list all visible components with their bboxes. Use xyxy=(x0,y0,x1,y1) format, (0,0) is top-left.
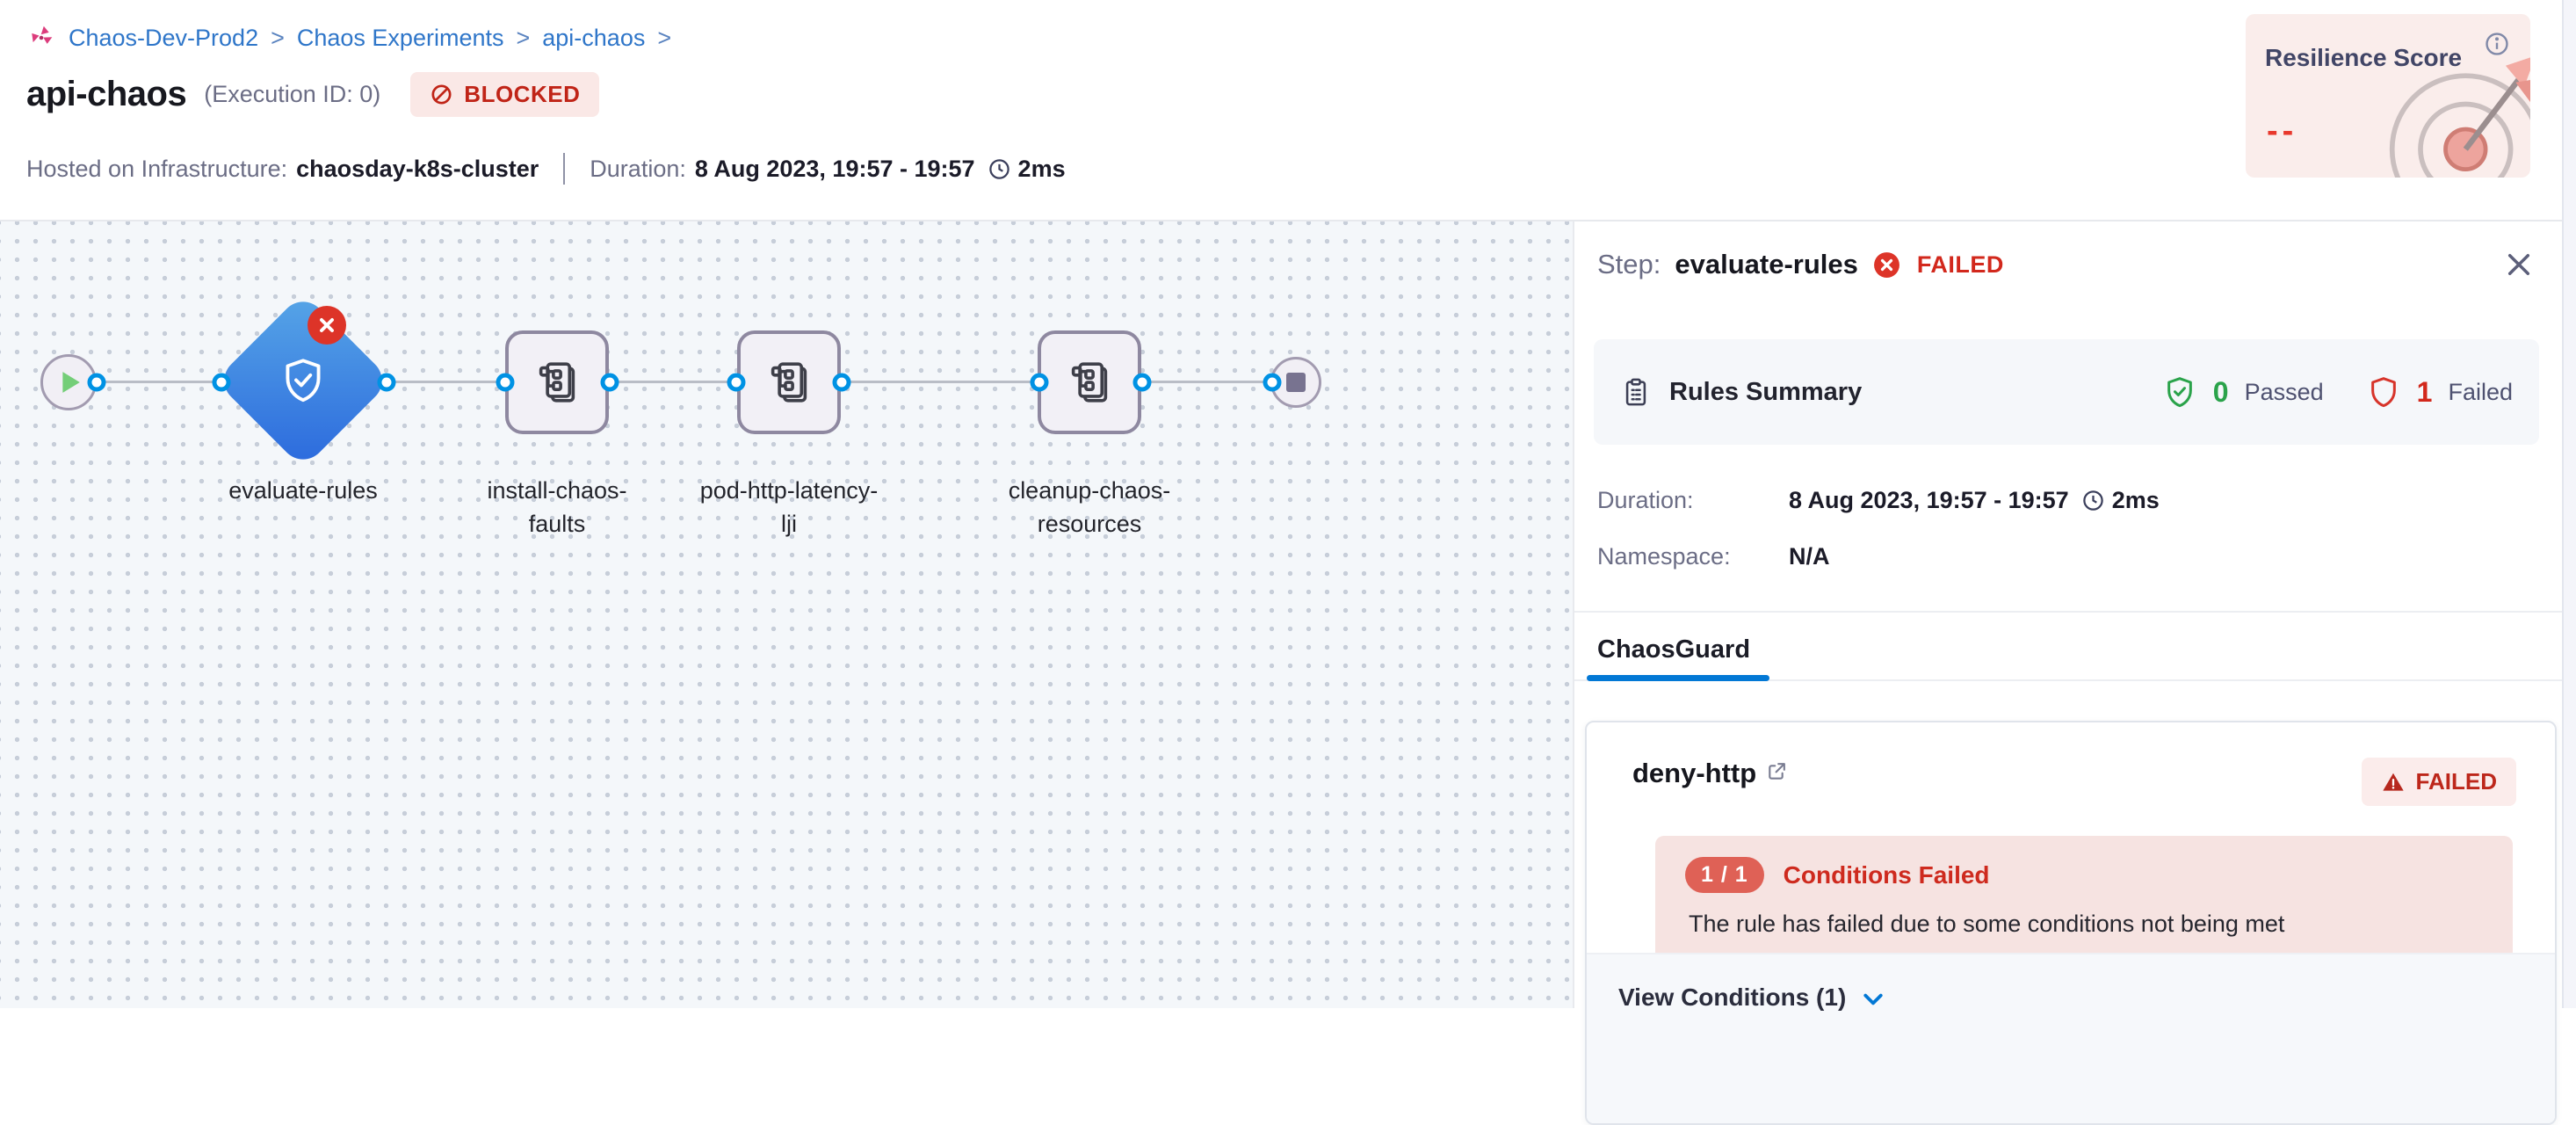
shield-failed-icon xyxy=(2366,374,2401,410)
status-badge-label: BLOCKED xyxy=(464,81,581,107)
panel-duration-value: 8 Aug 2023, 19:57 - 19:57 2ms xyxy=(1789,487,2160,513)
step-label: Step: xyxy=(1597,249,1661,279)
tab-active-underline xyxy=(1587,675,1769,681)
prohibited-icon xyxy=(430,83,453,106)
resilience-score-card: Resilience Score -- xyxy=(2246,14,2530,178)
panel-namespace-label: Namespace: xyxy=(1597,543,1731,570)
node-label: evaluate-rules xyxy=(228,477,378,504)
rule-status-badge: FAILED xyxy=(2361,758,2516,806)
meta-divider xyxy=(563,153,566,185)
info-icon[interactable] xyxy=(2483,30,2511,62)
edge-port xyxy=(87,373,106,392)
divider xyxy=(1574,679,2576,681)
pipeline-node-cleanup-chaos-resources[interactable] xyxy=(1038,330,1141,434)
rule-card-footer: View Conditions (1) xyxy=(1587,953,2555,1123)
failed-circle-icon xyxy=(1872,250,1901,279)
breadcrumb-experiment[interactable]: api-chaos xyxy=(542,24,646,51)
node-failed-badge-icon xyxy=(308,306,346,345)
warning-triangle-icon xyxy=(2381,770,2406,795)
rule-status-text: FAILED xyxy=(2415,768,2497,795)
step-name: evaluate-rules xyxy=(1675,249,1858,279)
edge-port xyxy=(600,373,619,392)
conditions-failed-title: Conditions Failed xyxy=(1783,860,1990,889)
rule-name: deny-http xyxy=(1632,758,1757,788)
pipeline-node-install-chaos-faults[interactable] xyxy=(505,330,609,434)
custom-script-step-icon xyxy=(763,357,814,408)
shield-check-icon xyxy=(276,353,330,408)
tab-chaosguard[interactable]: ChaosGuard xyxy=(1597,635,1751,664)
duration-elapsed: 2ms xyxy=(1017,155,1066,182)
external-link-icon[interactable] xyxy=(1765,759,1789,783)
step-status-text: FAILED xyxy=(1916,250,2004,278)
edge-port xyxy=(212,373,231,392)
page-header: Chaos-Dev-Prod2 > Chaos Experiments > ap… xyxy=(0,0,2576,221)
shield-passed-icon xyxy=(2162,374,2197,410)
scrollbar-gutter[interactable] xyxy=(2562,0,2576,1008)
node-label: cleanup-chaos- resources xyxy=(1008,477,1171,537)
edge-port xyxy=(1132,373,1152,392)
edge-port xyxy=(832,373,851,392)
chaos-module-logo-icon xyxy=(26,23,56,53)
conditions-failed-message: The rule has failed due to some conditio… xyxy=(1689,911,2285,937)
rules-summary-card: Rules Summary 0 Passed 1 Failed xyxy=(1594,339,2539,445)
duration-label: Duration: xyxy=(590,155,686,182)
divider xyxy=(1574,611,2576,613)
rules-summary-title: Rules Summary xyxy=(1669,377,1863,406)
stop-icon xyxy=(1286,373,1306,392)
pipeline-node-pod-http-latency[interactable] xyxy=(737,330,841,434)
custom-script-step-icon xyxy=(532,357,582,408)
view-conditions-link[interactable]: View Conditions (1) xyxy=(1618,983,2523,1012)
conditions-count-pill: 1 / 1 xyxy=(1685,857,1764,893)
custom-script-step-icon xyxy=(1064,357,1115,408)
breadcrumb-separator: > xyxy=(516,24,531,51)
target-dart-illustration-icon xyxy=(2362,29,2530,178)
panel-namespace-value: N/A xyxy=(1789,543,1830,570)
infra-value: chaosday-k8s-cluster xyxy=(296,155,539,182)
passed-count: 0 xyxy=(2212,375,2229,408)
node-label: install-chaos- faults xyxy=(487,477,627,537)
failed-count: 1 xyxy=(2416,375,2433,408)
chevron-down-icon xyxy=(1860,986,1886,1012)
passed-label: Passed xyxy=(2244,378,2324,405)
resilience-score-value: -- xyxy=(2267,112,2298,149)
pipeline-canvas[interactable]: evaluate-rules install-chaos- faults pod… xyxy=(0,221,1573,1008)
conditions-failed-alert: 1 / 1 Conditions Failed The rule has fai… xyxy=(1655,836,2513,962)
clock-icon xyxy=(2081,489,2105,512)
play-icon xyxy=(60,370,83,395)
pipeline-node-evaluate-rules[interactable] xyxy=(214,292,392,469)
panel-duration-label: Duration: xyxy=(1597,487,1694,513)
breadcrumb-chaos-experiments[interactable]: Chaos Experiments xyxy=(296,24,504,51)
edge-port xyxy=(1263,373,1282,392)
node-label: pod-http-latency- lji xyxy=(699,477,879,537)
breadcrumb: Chaos-Dev-Prod2 > Chaos Experiments > ap… xyxy=(26,23,671,53)
breadcrumb-separator: > xyxy=(271,24,285,51)
step-details-panel: Step: evaluate-rules FAILED Rules Summar… xyxy=(1573,221,2576,1125)
rule-card-deny-http: deny-http FAILED 1 / 1 Conditions Failed… xyxy=(1585,721,2557,1125)
execution-id: (Execution ID: 0) xyxy=(204,81,381,107)
breadcrumb-separator: > xyxy=(657,24,672,51)
pipeline-start-node[interactable] xyxy=(40,354,97,410)
status-badge-blocked: BLOCKED xyxy=(410,72,600,117)
duration-value: 8 Aug 2023, 19:57 - 19:57 xyxy=(694,155,975,182)
close-icon[interactable] xyxy=(2502,248,2536,281)
edge-port xyxy=(1030,373,1049,392)
edge-port xyxy=(496,373,515,392)
view-conditions-label: View Conditions (1) xyxy=(1618,983,1847,1011)
pipeline-edge xyxy=(69,381,1296,383)
experiment-title: api-chaos xyxy=(26,75,187,113)
clock-icon xyxy=(988,157,1011,181)
clipboard-icon xyxy=(1620,376,1652,408)
edge-port xyxy=(727,373,746,392)
resilience-score-title: Resilience Score xyxy=(2265,44,2463,71)
failed-label: Failed xyxy=(2448,378,2513,405)
edge-port xyxy=(377,373,396,392)
breadcrumb-project[interactable]: Chaos-Dev-Prod2 xyxy=(69,24,259,51)
infra-label: Hosted on Infrastructure: xyxy=(26,155,288,182)
